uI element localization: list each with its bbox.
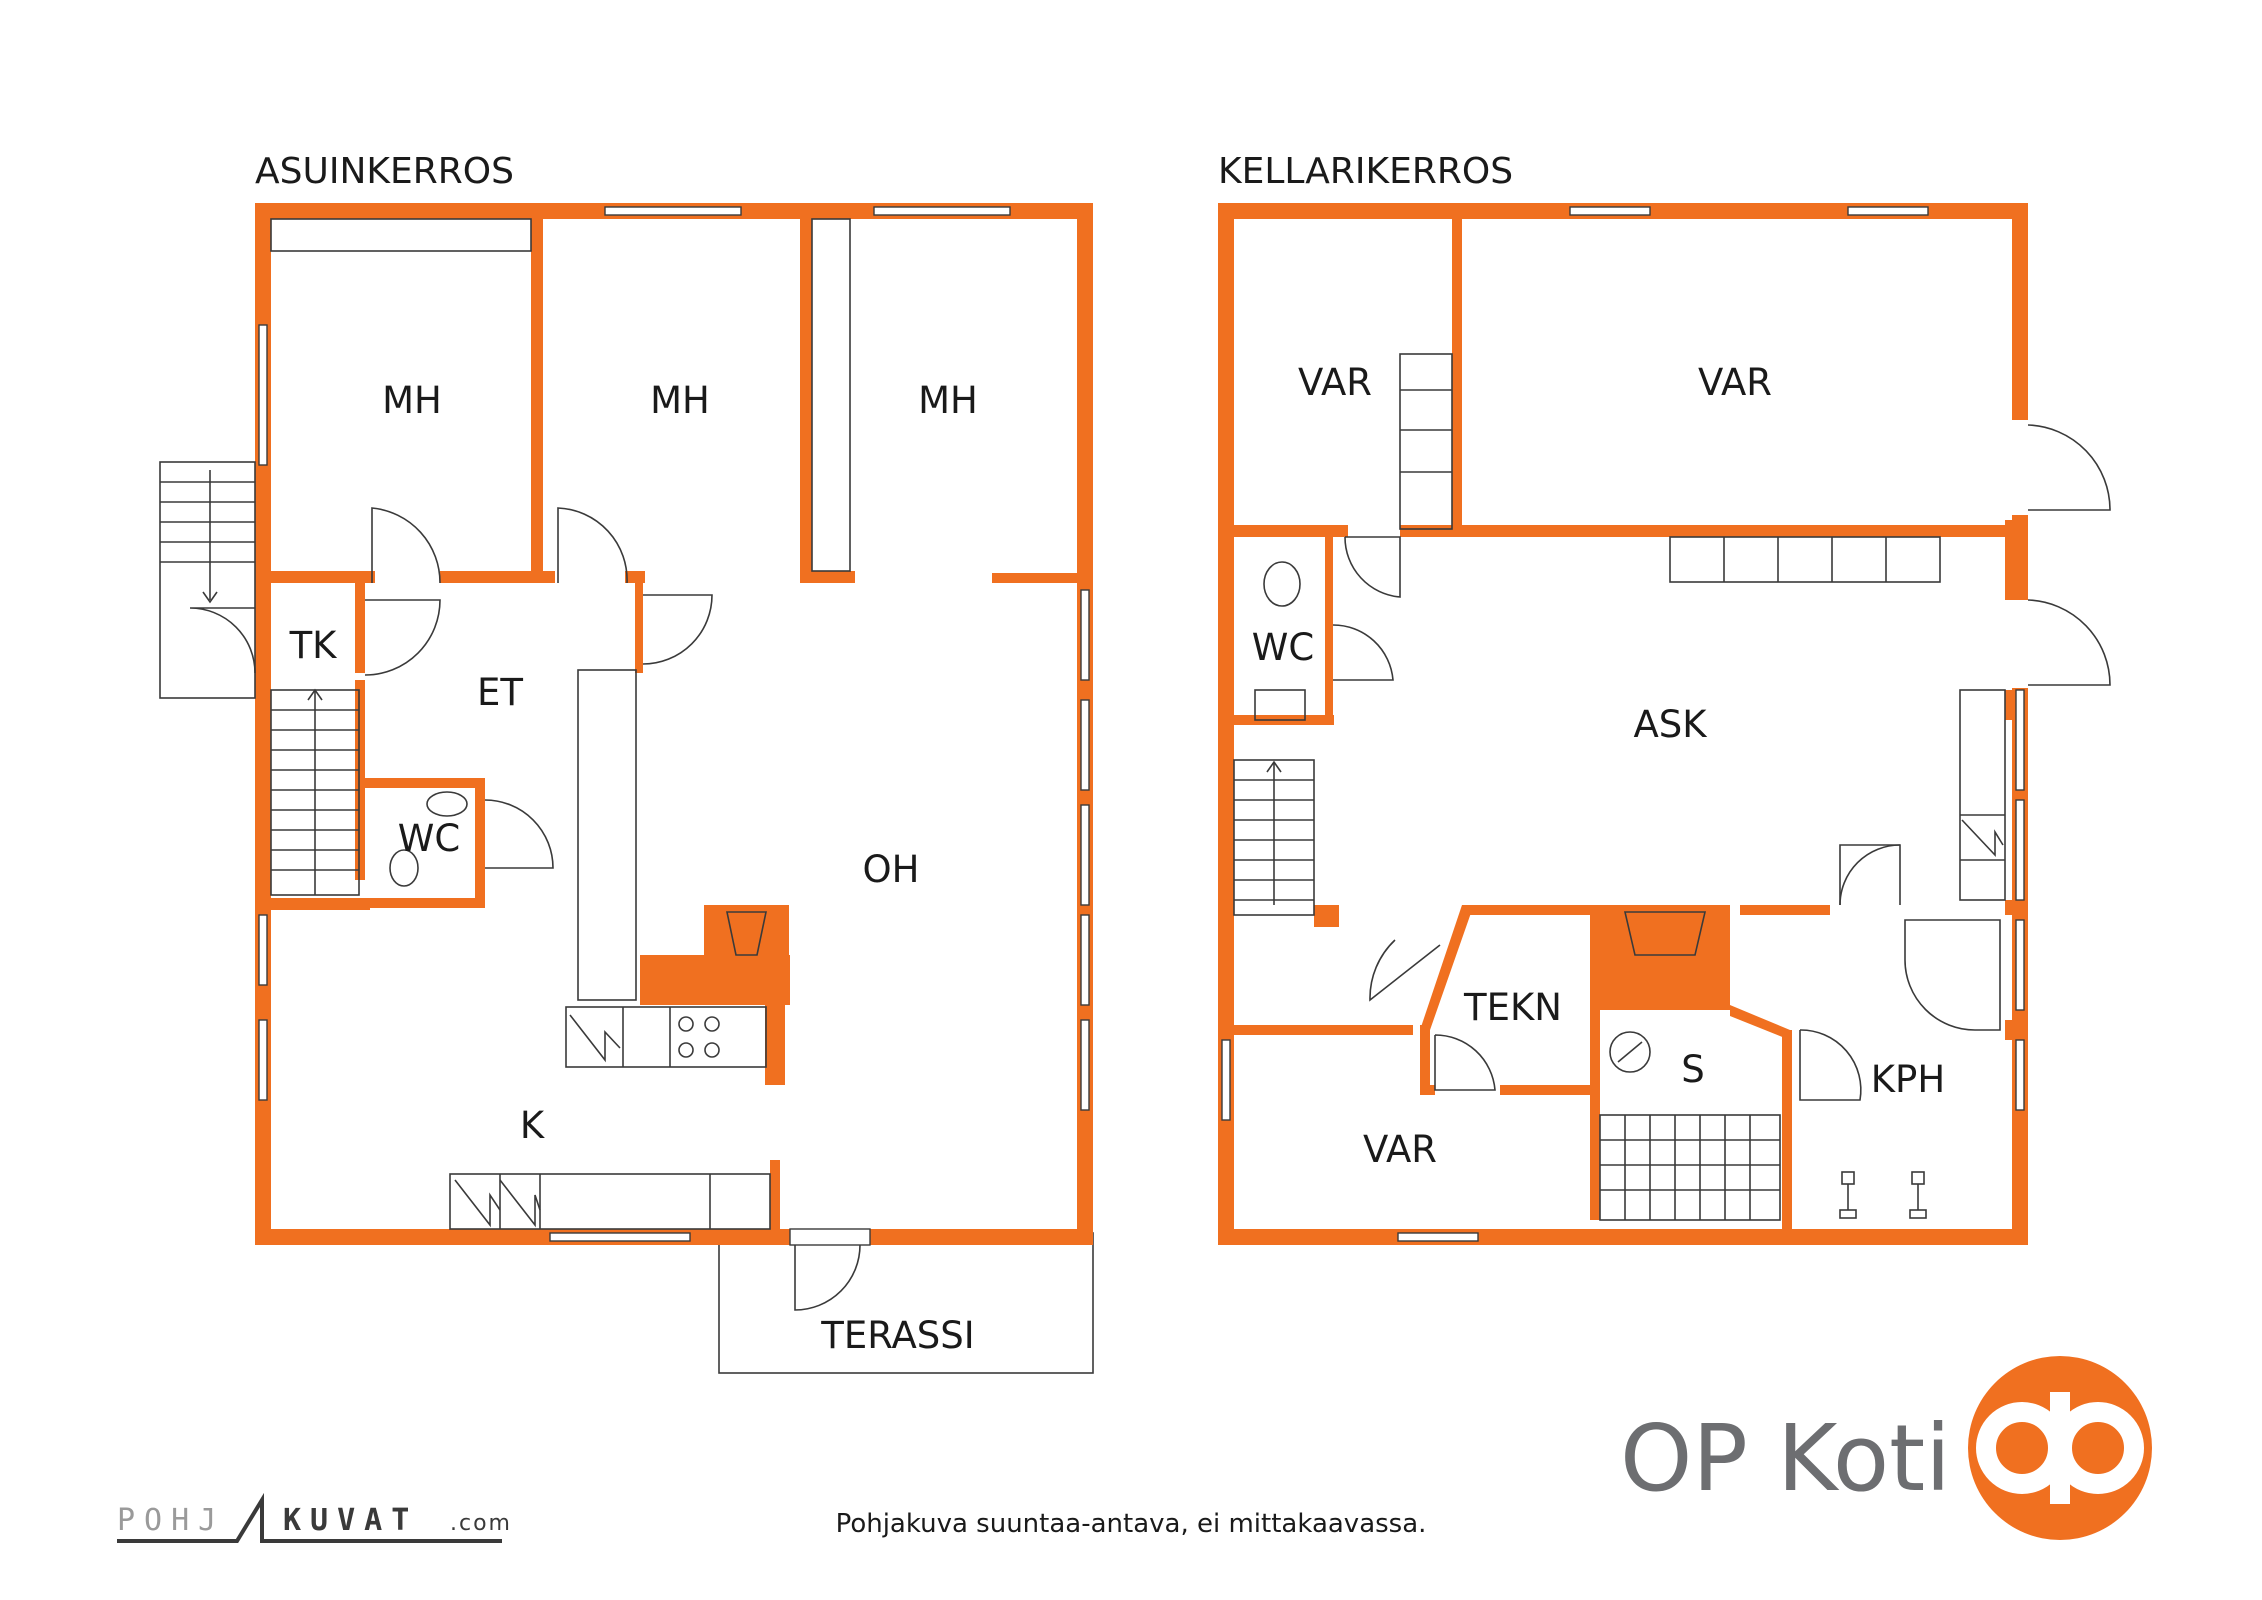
sauna-stove: [1609, 1031, 1651, 1073]
basement-windows: [1221, 206, 2028, 1242]
basement-shelf-top: [1669, 536, 1941, 583]
basement-doors: [1332, 424, 2111, 1101]
wc-sink-main: [426, 791, 468, 817]
main-room-labels: MH MH MH TK ET WC OH K TERASSI: [289, 379, 978, 1357]
kitchen-counter-lower: [449, 1173, 771, 1230]
outdoor-steps: [159, 461, 256, 699]
room-label-oh: OH: [863, 848, 920, 891]
basement-fireplace-opening: [1623, 911, 1707, 956]
pohjakuvat-right-text: KUVAT: [283, 1503, 418, 1538]
room-label-mh-1: MH: [382, 379, 442, 422]
main-doors: [189, 507, 861, 1311]
shower-cubicle: [1904, 919, 2001, 1031]
kitchen-counter-upper: [565, 1006, 767, 1068]
op-logo-icon: [1968, 1356, 2152, 1540]
room-label-wc-basement: WC: [1252, 626, 1314, 669]
brand-name: OP Koti: [1620, 1405, 1951, 1512]
wardrobe-mh3: [811, 218, 851, 572]
main-staircase: [270, 688, 360, 896]
pohjakuvat-logo: POHJ KUVAT .com: [117, 1492, 512, 1543]
sauna-benches: [1599, 1114, 1781, 1221]
main-floor-title: ASUINKERROS: [255, 151, 514, 192]
wc-toilet-main: [389, 849, 419, 887]
basement-shelf-left: [1399, 353, 1453, 530]
room-label-et: ET: [477, 671, 523, 714]
pohjakuvat-tld-text: .com: [450, 1511, 512, 1536]
room-label-var-1: VAR: [1298, 361, 1372, 404]
room-label-tk: TK: [289, 624, 339, 667]
pohjakuvat-mark-icon: [117, 1492, 300, 1543]
room-label-wc-main: WC: [398, 817, 460, 860]
fireplace-opening: [726, 911, 767, 956]
room-label-mh-3: MH: [918, 379, 978, 422]
kph-taps: [1839, 1171, 1927, 1219]
basement-interior-walls: [1218, 203, 2028, 1230]
main-outer-walls: [255, 203, 1093, 1245]
op-koti-brand: OP Koti: [1620, 1356, 2152, 1540]
room-label-var-2: VAR: [1698, 361, 1772, 404]
pohjakuvat-left-text: POHJ: [117, 1503, 225, 1538]
wc-sink-basement: [1254, 689, 1306, 721]
main-interior-walls: [255, 203, 1092, 1230]
main-windows: [258, 206, 1090, 1246]
basement-room-labels: VAR VAR WC ASK TEKN S KPH VAR: [1252, 361, 1945, 1171]
basement-staircase: [1233, 759, 1315, 916]
room-label-mh-2: MH: [650, 379, 710, 422]
room-label-tekn: TEKN: [1463, 986, 1562, 1029]
wardrobe-mh1: [270, 218, 532, 252]
basement-counter-right: [1959, 689, 2006, 901]
room-label-var-3: VAR: [1363, 1128, 1437, 1171]
room-label-k: K: [520, 1104, 546, 1147]
disclaimer-text: Pohjakuva suuntaa-antava, ei mittakaavas…: [836, 1509, 1427, 1539]
wc-toilet-basement: [1263, 561, 1301, 607]
room-label-kph: KPH: [1871, 1058, 1945, 1101]
room-label-terassi: TERASSI: [820, 1314, 974, 1357]
main-fixtures: [159, 218, 851, 1230]
basement-fixtures: [1233, 353, 2006, 1221]
room-label-ask: ASK: [1633, 703, 1708, 746]
basement-floor-title: KELLARIKERROS: [1218, 151, 1513, 192]
basement-floor-plan: KELLARIKERROS: [1218, 151, 2111, 1245]
hallway-closet: [577, 669, 637, 1001]
main-floor-plan: ASUINKERROS: [159, 151, 1094, 1374]
room-label-s: S: [1681, 1048, 1705, 1091]
